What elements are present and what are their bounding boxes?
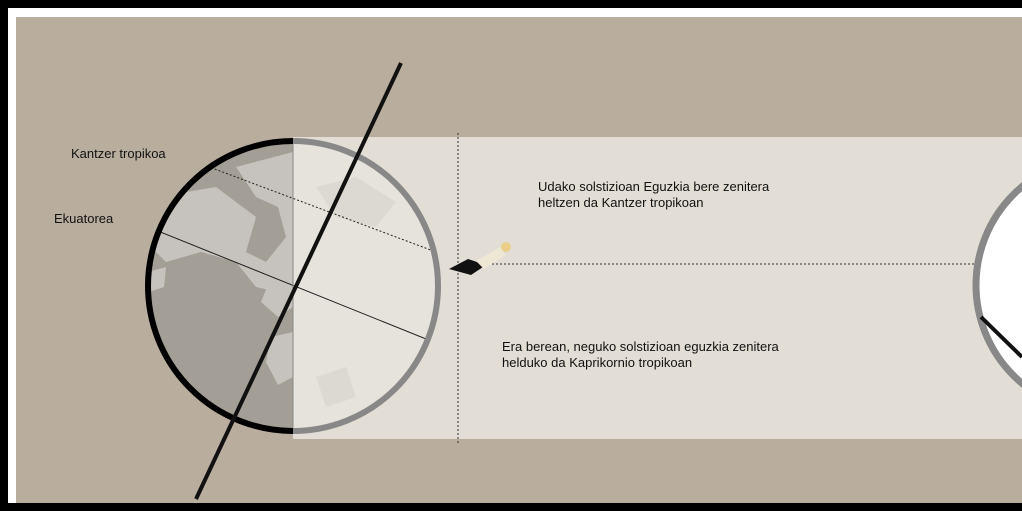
land-south: [266, 332, 293, 385]
label-equator: Ekuatorea: [54, 211, 114, 226]
land-north: [151, 187, 278, 292]
observer-figure: [449, 242, 511, 275]
summer-note-line1: Udako solstizioan Eguzkia bere zenitera: [538, 179, 770, 194]
earth-axis: [194, 62, 403, 500]
land-west: [148, 267, 166, 292]
diagram-stage: Kantzer tropikoa Ekuatorea Udako solstiz…: [16, 17, 1022, 503]
winter-note: Era berean, neguko solstizioan eguzkia z…: [502, 339, 779, 371]
label-tropic-of-cancer: Kantzer tropikoa: [71, 146, 166, 161]
sun-disc: [972, 182, 1022, 388]
earth-rim-night: [145, 138, 294, 434]
summer-note: Udako solstizioan Eguzkia bere zenitera …: [538, 179, 769, 211]
summer-note-line2: heltzen da Kantzer tropikoan: [538, 195, 704, 210]
winter-note-line1: Era berean, neguko solstizioan eguzkia z…: [502, 339, 779, 354]
diagram-svg: [145, 62, 1022, 500]
tropic-line: [195, 161, 438, 268]
winter-note-line2: helduko da Kaprikornio tropikoan: [502, 355, 693, 370]
earth-rim-day: [292, 138, 441, 434]
